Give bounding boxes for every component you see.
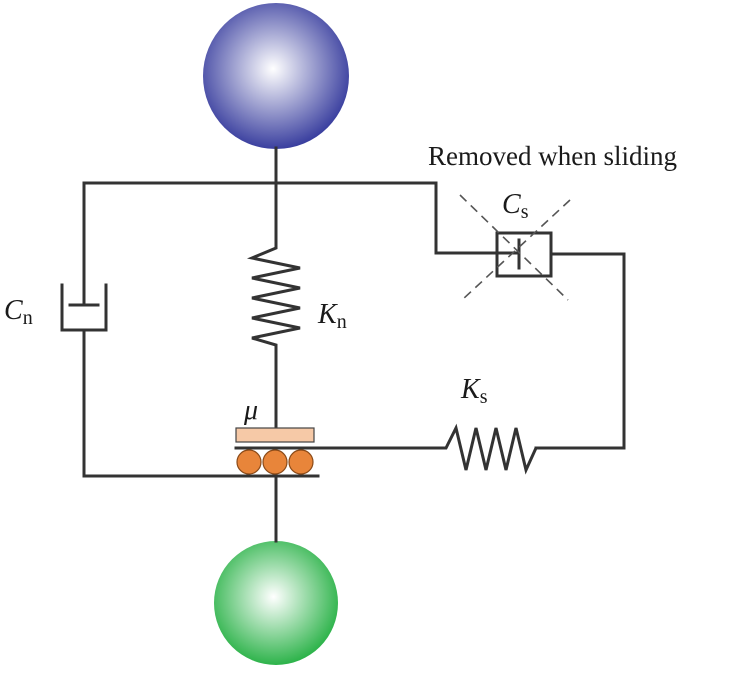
roller-3	[288, 449, 314, 475]
normal-dashpot	[60, 283, 108, 332]
removed-cross	[459, 194, 571, 301]
label-cn: Cn	[4, 295, 33, 329]
label-cs: Cs	[502, 189, 529, 223]
shear-dashpot	[474, 231, 553, 278]
normal-spring	[246, 236, 301, 356]
friction-plate	[235, 427, 315, 443]
label-kn: Kn	[317, 299, 347, 333]
shear-spring	[436, 423, 538, 475]
circuit-wires	[82, 146, 626, 543]
roller-1	[236, 449, 262, 475]
label-ks: Ks	[460, 374, 488, 408]
label-mu: μ	[243, 395, 258, 426]
bottom-particle	[214, 541, 338, 665]
top-particle	[203, 3, 349, 149]
friction-rollers	[236, 449, 314, 475]
removed-when-sliding-note: Removed when sliding	[428, 141, 677, 171]
roller-2	[262, 449, 288, 475]
